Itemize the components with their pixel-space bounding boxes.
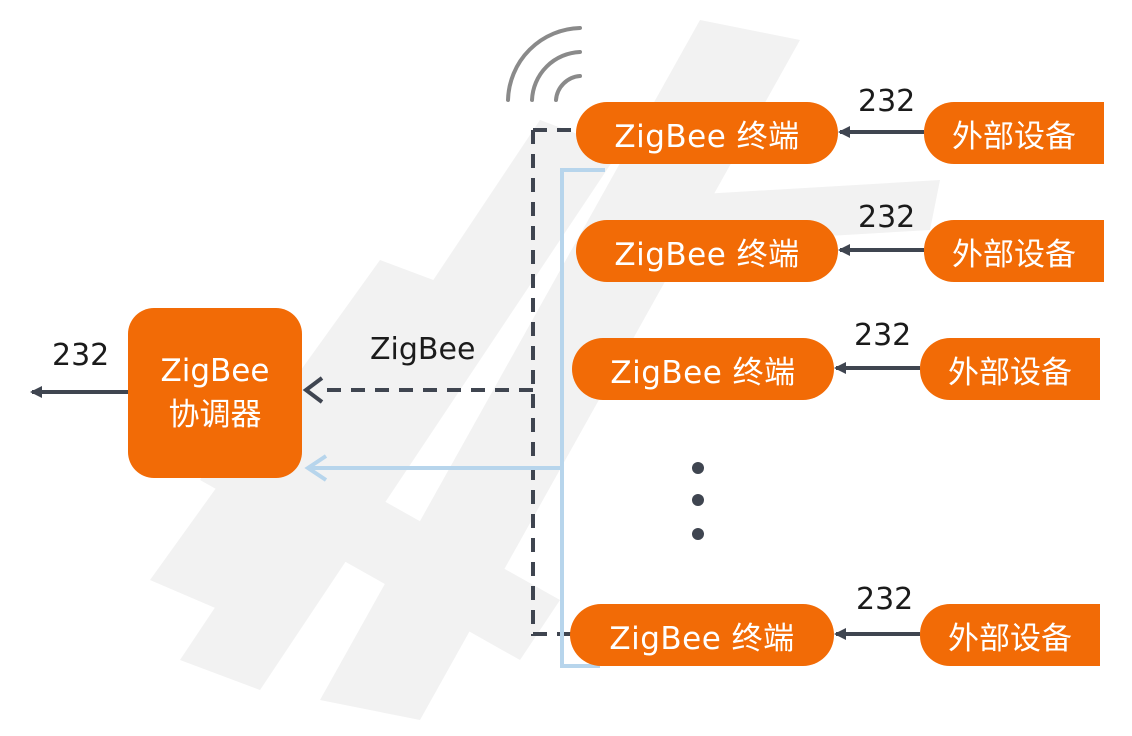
terminal-node: ZigBee 终端 [576,102,838,164]
port-label: 232 [858,84,916,119]
port-label: 232 [856,582,914,617]
wireless-bus [322,128,572,636]
wireless-signal-icon [506,26,582,102]
external-device: 外部设备 [920,604,1100,666]
link-label: ZigBee [370,332,476,367]
terminal-node: ZigBee 终端 [570,604,834,666]
coordinator-line1: ZigBee [160,353,270,389]
coordinator-node: ZigBee 协调器 [128,308,302,478]
external-device: 外部设备 [920,338,1100,400]
port-label: 232 [858,200,916,235]
external-device: 外部设备 [924,220,1104,282]
terminal-node: ZigBee 终端 [572,338,834,400]
coordinator-output-label: 232 [52,338,110,373]
external-device: 外部设备 [924,102,1104,164]
bracket [304,168,605,668]
terminal-node: ZigBee 终端 [576,220,838,282]
arrow-icon [302,376,324,404]
coordinator-line2: 协调器 [168,397,262,433]
port-label: 232 [854,318,912,353]
